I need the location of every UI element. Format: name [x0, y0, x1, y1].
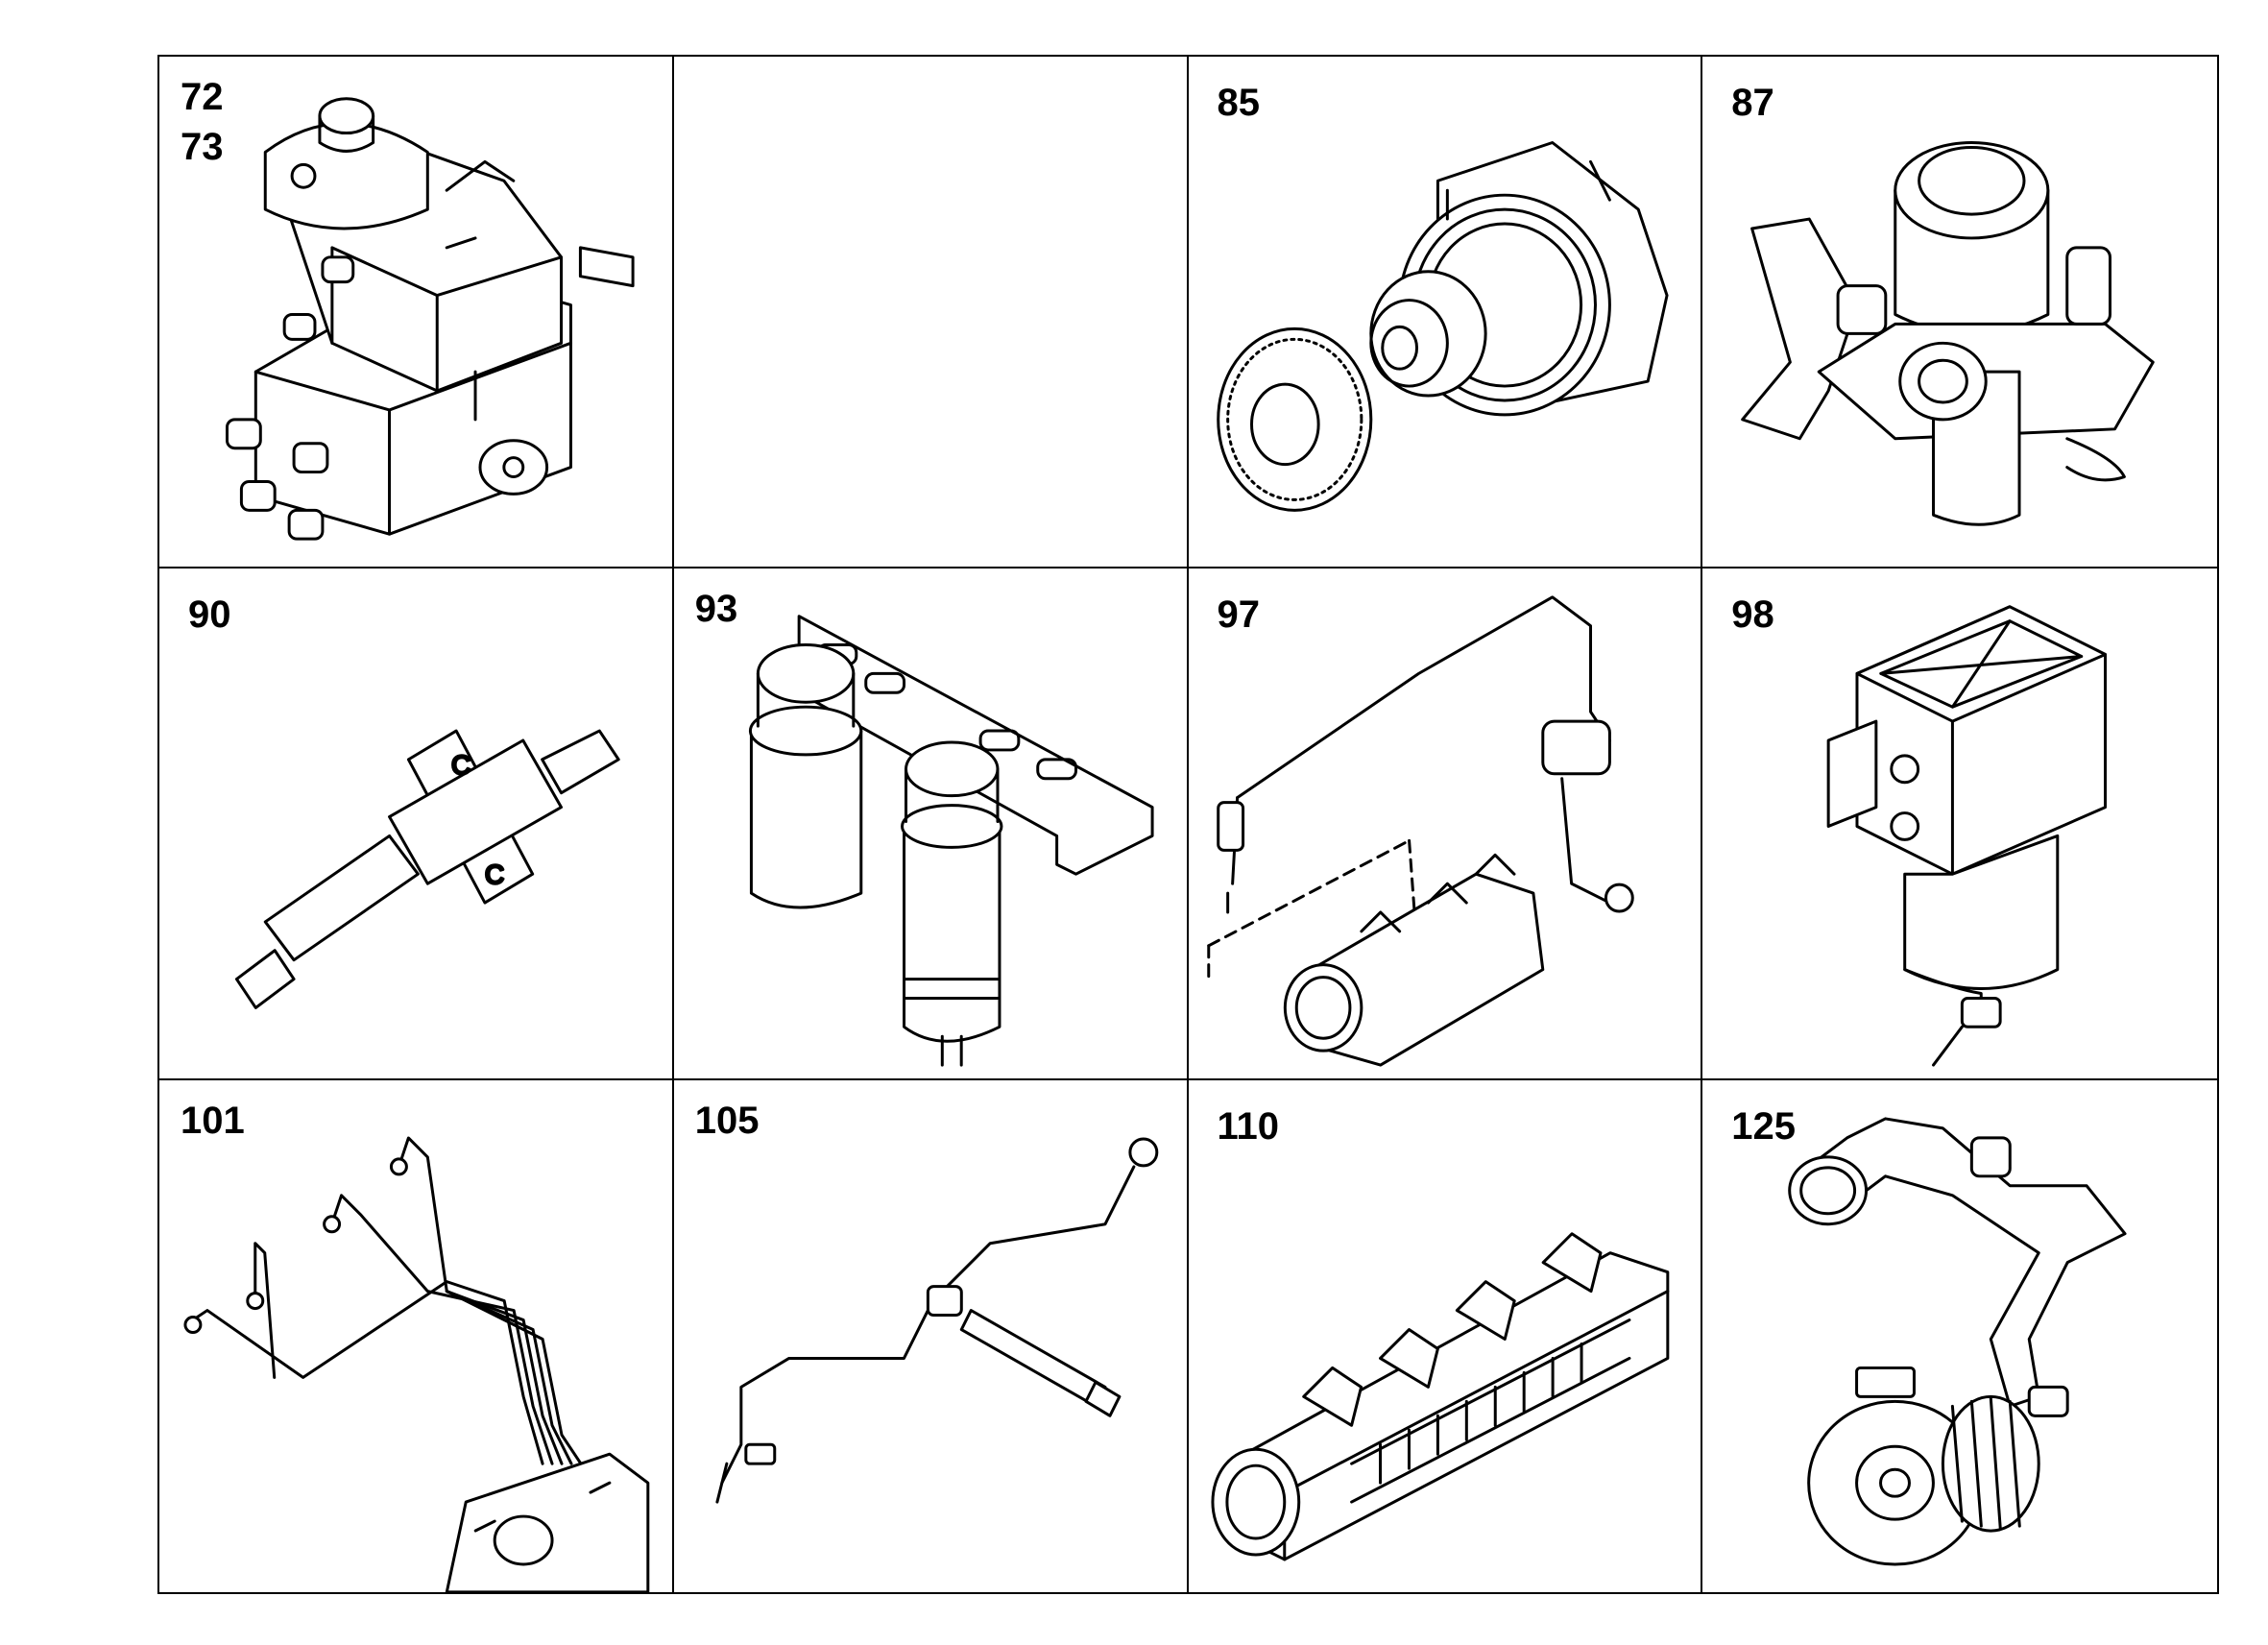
part-number: 98 [1731, 593, 1774, 636]
part-number: 93 [694, 588, 738, 630]
part-cell-gear-pump[interactable]: 85 [1188, 57, 1703, 568]
part-cell-water-separator[interactable]: 98 [1702, 568, 2217, 1080]
turbo-hose-drawing [1788, 1117, 2127, 1566]
part-number: 72 73 [181, 76, 224, 168]
injection-lines-drawing [183, 1136, 650, 1592]
part-cell-injection-pump[interactable]: 72 73 [159, 57, 674, 568]
svg-text:C: C [451, 750, 470, 780]
part-number: 87 [1731, 82, 1774, 124]
part-cell-fuel-line-injector[interactable]: 105 [674, 1080, 1189, 1592]
part-number: 105 [694, 1100, 760, 1142]
part-cell-fuel-line-heater[interactable]: 97 [1188, 568, 1703, 1080]
injection-pump-drawing [225, 97, 635, 541]
part-number: 90 [188, 593, 231, 636]
part-cell-intake-manifold[interactable]: 110 [1189, 1080, 1703, 1592]
part-cell-injection-lines[interactable]: 101 [159, 1080, 674, 1592]
intake-manifold-drawing [1210, 1232, 1669, 1561]
part-number: 85 [1217, 82, 1261, 124]
part-cell-fuel-filters[interactable]: 93 [673, 568, 1189, 1080]
parts-grid: 72 73 85 [157, 55, 2219, 1594]
part-cell-turbo-hose[interactable]: 125 [1702, 1080, 2217, 1592]
water-separator-drawing [1826, 605, 2108, 1067]
part-cell-empty [673, 57, 1189, 568]
fuel-line-heater-drawing [1206, 595, 1634, 1067]
part-number: 125 [1731, 1105, 1796, 1148]
part-cell-feed-pump[interactable]: 87 [1702, 57, 2217, 568]
fuel-filters-drawing [748, 615, 1154, 1067]
injector-drawing: C C [234, 729, 620, 1009]
gear-pump-drawing [1216, 141, 1669, 512]
fuel-line-injector-drawing [715, 1137, 1159, 1504]
feed-pump-drawing [1741, 141, 2155, 526]
part-number: 97 [1217, 593, 1261, 636]
part-number: 101 [181, 1100, 245, 1142]
part-cell-injector[interactable]: 90 C C [159, 568, 674, 1080]
part-number: 110 [1217, 1105, 1280, 1148]
svg-text:C: C [485, 859, 504, 889]
